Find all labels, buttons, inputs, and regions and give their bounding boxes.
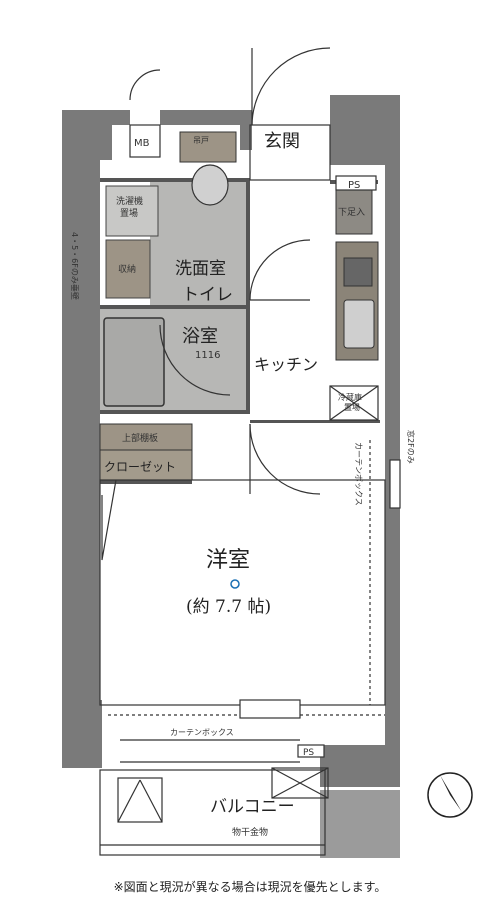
western-room-size-label: (約 7.7 帖) [186,597,271,617]
room-outlines [99,124,401,856]
closet-shelf [99,423,193,451]
laundry-area [105,185,159,237]
ps-bottom-label: PS [303,748,314,758]
hanging-cabinet-label: 吊戸 [193,136,209,145]
fridge-label-1: 冷蔵庫 [338,392,362,402]
sink [343,299,375,349]
bathtub [103,317,165,407]
balcony-label: バルコニー [210,797,295,817]
shoe-box-label: 下足入 [338,207,365,218]
laundry-label-2: 置場 [120,207,138,219]
entrance-label: 玄関 [264,131,300,152]
laundry-label-1: 洗濯機 [116,195,143,207]
disclaimer-footnote: ※図面と現況が異なる場合は現況を優先とします。 [113,880,387,894]
bath-size-label: 1116 [195,350,220,361]
walls [62,95,400,858]
toilet-tank [179,131,237,163]
bath-label: 浴室 [182,326,218,347]
washroom-label-2: トイレ [182,285,233,305]
ps-top-label: PS [348,180,360,191]
window-note-right: 窓2Fのみ [406,430,416,464]
outlet-icon [230,579,240,589]
shoe-box [335,189,373,235]
curtain-box-label-horizontal: カーテンボックス [170,728,234,737]
toilet-bowl [191,164,229,206]
storage-label: 収納 [118,263,136,275]
upper-shelf-label: 上部棚板 [122,432,158,444]
fridge-label-2: 置場 [344,402,360,412]
washroom-floor [150,182,246,305]
clothes-pole-label: 物干金物 [232,826,268,838]
washroom-label-1: 洗面室 [175,259,226,279]
north-arrow [427,772,473,818]
curtain-box-label-vertical: カーテンボックス [354,442,363,506]
western-room-label: 洋室 [206,548,250,573]
closet [99,449,193,481]
kitchen-label: キッチン [254,355,318,374]
mb-label: MB [134,138,150,149]
stove [343,257,373,287]
fixtures-fill [99,131,379,481]
storage-unit [105,239,151,299]
floor-note-left: 4・5・6Fのみ垂壁 [70,232,80,300]
closet-label: クローゼット [104,460,176,474]
door-swings [101,47,331,561]
